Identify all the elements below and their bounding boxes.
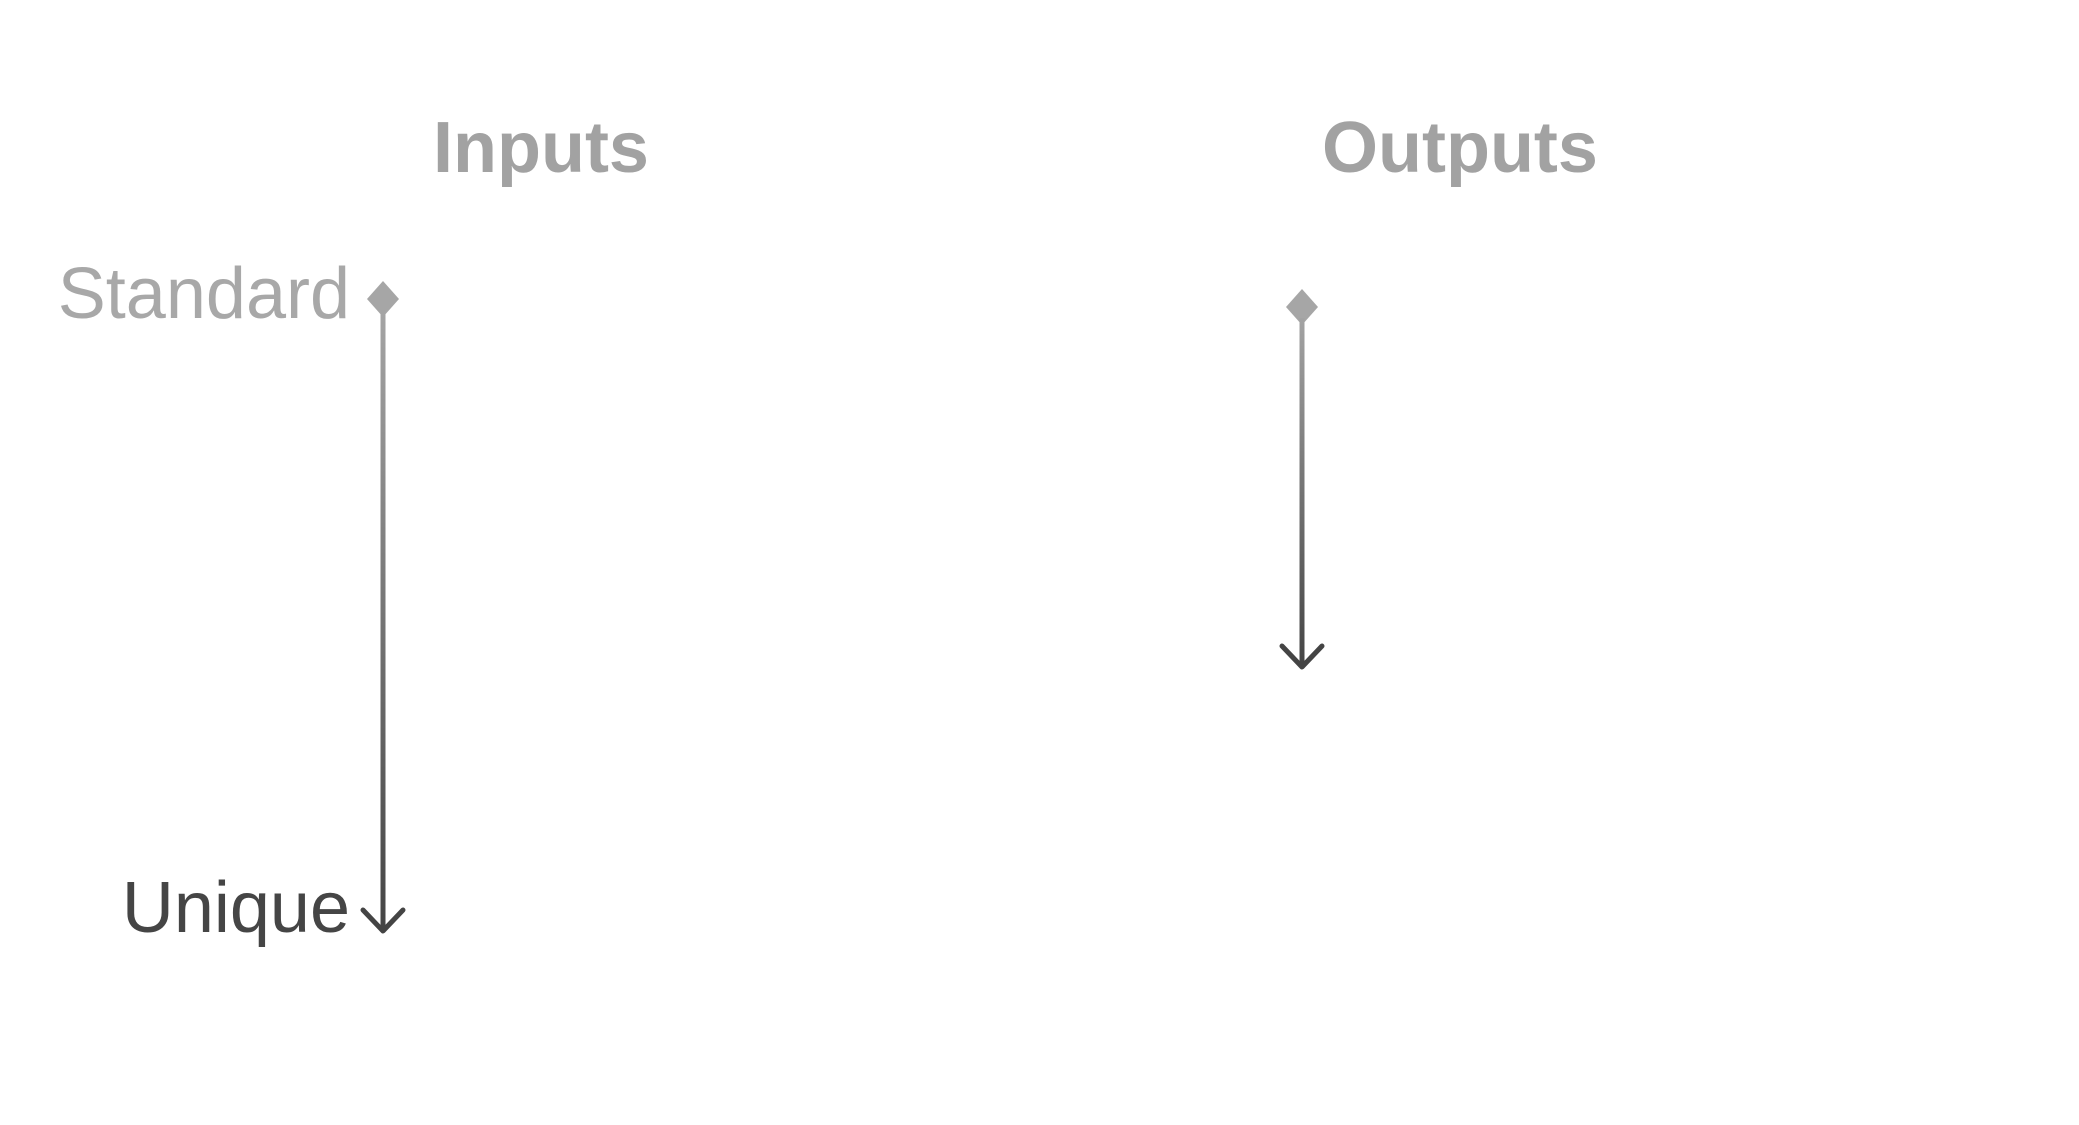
inputs-diamond-marker: [367, 281, 399, 317]
unique-label: Unique: [121, 868, 350, 948]
outputs-heading: Outputs: [1322, 108, 1598, 188]
outputs-arrow: [1279, 289, 1325, 670]
outputs-diamond-marker: [1286, 289, 1318, 325]
inputs-arrow: [360, 281, 406, 934]
inputs-arrowhead: [360, 907, 406, 934]
inputs-heading: Inputs: [433, 108, 649, 188]
outputs-arrowhead: [1279, 643, 1325, 670]
standard-label: Standard: [57, 254, 350, 334]
